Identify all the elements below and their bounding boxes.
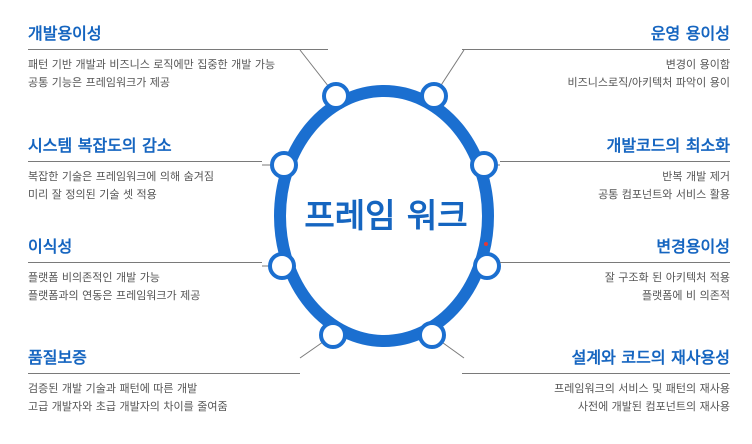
benefit-reusability: 설계와 코드의 재사용성 프레임워크의 서비스 및 패턴의 재사용 사전에 개발… [462, 348, 730, 416]
benefit-title: 이식성 [28, 237, 73, 256]
node-right-2 [470, 151, 498, 179]
benefit-title: 시스템 복잡도의 감소 [28, 136, 172, 155]
benefit-dev-ease: 개발용이성 패턴 기반 개발과 비즈니스 로직에만 집중한 개발 가능 공통 기… [28, 24, 328, 92]
benefit-line: 반복 개발 제거 [662, 170, 730, 183]
benefit-operation-ease: 운영 용이성 변경이 용이함 비즈니스로직/아키텍처 파악이 용이 [462, 24, 730, 92]
benefit-line: 검증된 개발 기술과 패턴에 따른 개발 [28, 382, 198, 395]
node-left-4 [319, 321, 347, 349]
benefit-title: 개발용이성 [28, 24, 102, 43]
divider [462, 373, 730, 374]
divider [28, 161, 262, 162]
benefit-line: 미리 잘 정의된 기술 셋 적용 [28, 188, 157, 201]
benefit-title: 개발코드의 최소화 [606, 136, 730, 155]
benefit-line: 플랫폼에 비 의존적 [642, 289, 730, 302]
benefit-changeability: 변경용이성 잘 구조화 된 아키텍처 적용 플랫폼에 비 의존적 [500, 237, 730, 305]
node-left-3 [268, 252, 296, 280]
divider [28, 49, 328, 50]
benefit-line: 복잡한 기술은 프레임워크에 의해 숨겨짐 [28, 170, 215, 183]
red-dot-marker [484, 242, 488, 246]
benefit-complexity-reduction: 시스템 복잡도의 감소 복잡한 기술은 프레임워크에 의해 숨겨짐 미리 잘 정… [28, 136, 262, 204]
divider [462, 49, 730, 50]
benefit-line: 공통 컴포넌트와 서비스 활용 [598, 188, 730, 201]
divider [28, 262, 262, 263]
center-label: 프레임 워크 [304, 196, 467, 235]
ring-nodes [268, 82, 501, 349]
benefit-title: 변경용이성 [656, 237, 730, 256]
benefit-code-minimization: 개발코드의 최소화 반복 개발 제거 공통 컴포넌트와 서비스 활용 [500, 136, 730, 204]
node-right-3 [473, 252, 501, 280]
node-right-1 [420, 82, 448, 110]
node-left-2 [270, 151, 298, 179]
divider [500, 161, 730, 162]
benefit-line: 변경이 용이함 [665, 58, 730, 71]
node-left-1 [322, 82, 350, 110]
benefit-quality-assurance: 품질보증 검증된 개발 기술과 패턴에 따른 개발 고급 개발자와 초급 개발자… [28, 348, 300, 416]
divider [500, 262, 730, 263]
benefit-title: 운영 용이성 [650, 24, 730, 43]
benefit-line: 잘 구조화 된 아키텍처 적용 [604, 271, 730, 284]
node-right-4 [418, 321, 446, 349]
benefit-title: 설계와 코드의 재사용성 [571, 348, 730, 367]
benefit-line: 공통 기능은 프레임워크가 제공 [28, 76, 171, 89]
benefit-line: 고급 개발자와 초급 개발자의 차이를 줄여줌 [28, 400, 228, 413]
benefit-title: 품질보증 [28, 348, 87, 367]
divider [28, 373, 300, 374]
benefit-line: 사전에 개발된 컴포넌트의 재사용 [577, 400, 730, 413]
benefit-portability: 이식성 플랫폼 비의존적인 개발 가능 플랫폼과의 연동은 프레임워크가 제공 [28, 237, 262, 305]
benefit-line: 패턴 기반 개발과 비즈니스 로직에만 집중한 개발 가능 [28, 58, 276, 71]
benefit-line: 프레임워크의 서비스 및 패턴의 재사용 [554, 382, 730, 395]
benefit-line: 플랫폼 비의존적인 개발 가능 [28, 271, 160, 284]
benefit-line: 비즈니스로직/아키텍처 파악이 용이 [567, 76, 731, 89]
framework-ring [274, 85, 494, 347]
benefit-line: 플랫폼과의 연동은 프레임워크가 제공 [28, 289, 201, 302]
